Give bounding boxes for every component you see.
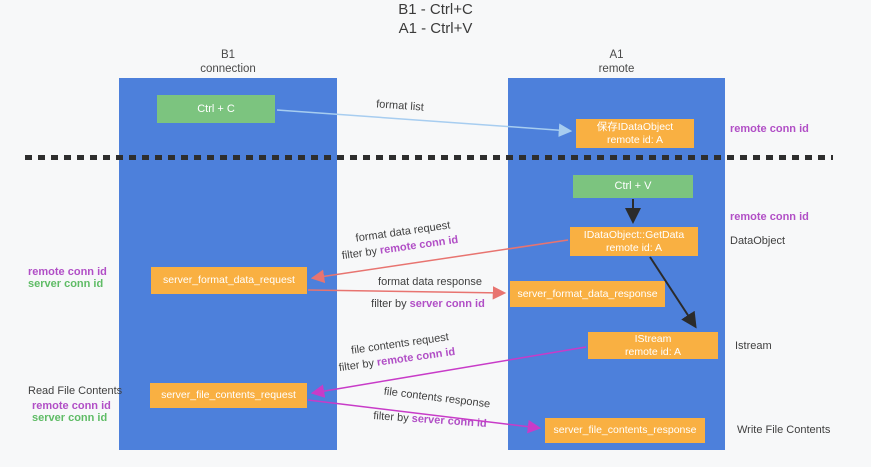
right-remote-conn-id-mid: remote conn id — [730, 211, 809, 223]
server-format-data-request-label: server_format_data_request — [163, 274, 295, 287]
title-line-2: A1 - Ctrl+V — [398, 20, 473, 37]
write-file-contents-label: Write File Contents — [737, 424, 831, 436]
right-column-name: A1 — [609, 49, 624, 61]
server-format-data-response-box: server_format_data_response — [510, 281, 665, 307]
left-remote-conn-id-top: remote conn id — [28, 266, 107, 278]
save-idataobject-line1: 保存IDataObject — [596, 121, 674, 133]
filter-by-text: filter by — [371, 298, 407, 310]
save-idataobject-line2: remote id: A — [606, 133, 664, 146]
idataobject-getdata-box: IDataObject::GetData remote id: A — [570, 227, 698, 256]
right-remote-conn-id-top: remote conn id — [730, 123, 809, 135]
getdata-line1: IDataObject::GetData — [583, 229, 685, 241]
format-data-response-arrow — [307, 286, 507, 300]
server-file-contents-request-box: server_file_contents_request — [150, 383, 307, 408]
filter-by-text: filter by — [338, 357, 375, 375]
read-file-contents-label: Read File Contents — [28, 385, 123, 397]
filter-by-text: filter by — [341, 245, 378, 263]
server-conn-id-text: server conn id — [409, 298, 485, 310]
istream-line2: remote id: A — [624, 345, 682, 358]
filter-by-text: filter by — [372, 410, 410, 425]
istream-line1: IStream — [634, 333, 672, 345]
server-file-contents-response-box: server_file_contents_response — [545, 418, 705, 443]
istream-box: IStream remote id: A — [588, 332, 718, 359]
left-server-conn-id-bottom: server conn id — [32, 412, 108, 424]
getdata-line2: remote id: A — [605, 241, 663, 254]
server-file-contents-response-label: server_file_contents_response — [553, 424, 697, 437]
ctrl-c-box: Ctrl + C — [157, 95, 275, 123]
server-conn-id-text: server conn id — [411, 412, 488, 430]
dashed-separator-line — [25, 155, 833, 160]
ctrl-v-label: Ctrl + V — [614, 180, 652, 192]
server-file-contents-request-label: server_file_contents_request — [161, 389, 296, 402]
diagram-title: B1 - Ctrl+C A1 - Ctrl+V — [0, 0, 871, 38]
istream-side-label: Istream — [735, 340, 772, 352]
left-server-conn-id-top: server conn id — [28, 278, 104, 290]
dataobject-label: DataObject — [730, 235, 786, 247]
format-list-caption: format list — [375, 98, 425, 114]
right-column-subtitle: remote — [598, 63, 635, 75]
title-line-1: B1 - Ctrl+C — [398, 1, 473, 18]
file-contents-response-caption: file contents response — [383, 385, 491, 411]
server-format-data-response-label: server_format_data_response — [517, 287, 658, 300]
right-column-header: A1 remote — [508, 48, 725, 76]
left-column-header: B1 connection — [119, 48, 337, 76]
server-format-data-request-box: server_format_data_request — [151, 267, 307, 294]
left-column-name: B1 — [220, 49, 236, 61]
format-data-response-caption: format data response — [378, 276, 482, 288]
ctrl-c-label: Ctrl + C — [197, 102, 235, 115]
ctrl-v-box: Ctrl + V — [573, 175, 693, 198]
left-remote-conn-id-bottom: remote conn id — [32, 400, 111, 412]
left-column-subtitle: connection — [200, 63, 256, 75]
save-idataobject-box: 保存IDataObject remote id: A — [576, 119, 694, 148]
